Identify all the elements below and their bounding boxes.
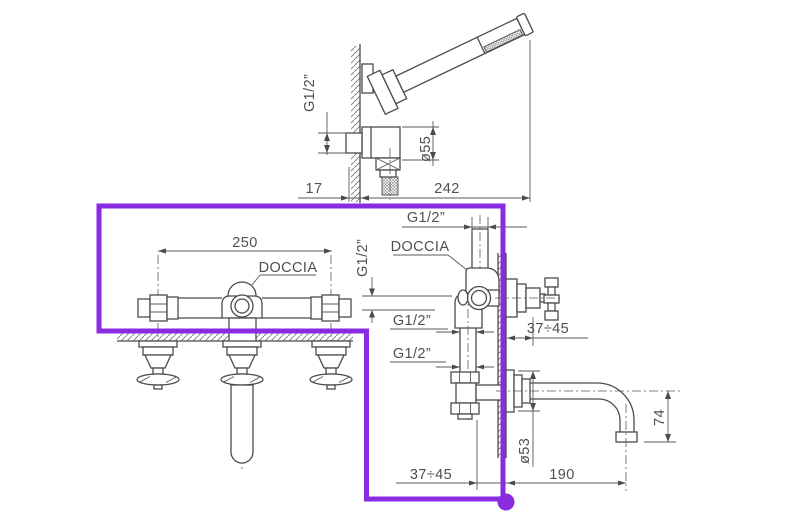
cross-handle: [505, 277, 560, 321]
tailpiece-center: [220, 340, 264, 464]
mixer-front-view: [117, 248, 353, 472]
tailpiece-left: [136, 340, 180, 390]
dim-dia55-label: ø55: [418, 136, 434, 162]
dimension-labels: G1/2” ø55 17 242 250 DOCCIA G1/2” DOCCIA…: [232, 74, 668, 483]
dim-3745-lower-label: 37÷45: [410, 467, 452, 483]
tailpiece-right: [309, 340, 353, 390]
wall-outlet: [361, 126, 401, 159]
dim-190-label: 190: [549, 467, 574, 483]
dim-g12-mid-upper-label: G1/2”: [393, 313, 431, 329]
dim-dia53-label: ø53: [517, 438, 533, 464]
dim-17-label: 17: [306, 181, 323, 197]
hand-shower: [366, 12, 534, 116]
dim-3745-upper-label: 37÷45: [527, 321, 569, 337]
dim-74-label: 74: [652, 409, 668, 426]
hand-shower-view: [298, 12, 534, 203]
supply-tube: [230, 384, 254, 464]
dim-g12-shower-label: G1/2”: [302, 74, 318, 112]
spray-face: [483, 28, 524, 53]
mixer-side-view: [362, 215, 680, 491]
wall-hatch: [351, 46, 360, 202]
selection-outline: [96, 203, 506, 502]
hand-shower-body: [395, 17, 526, 94]
dim-250-label: 250: [232, 235, 257, 251]
wall-spout: [505, 369, 638, 443]
dim-g12-mid-lower-label: G1/2”: [393, 346, 431, 362]
dim-g12-top-label: G1/2”: [407, 210, 445, 226]
center-valve-dome: [227, 281, 257, 297]
selection-overlay: [96, 203, 515, 511]
dim-242-label: 242: [434, 181, 459, 197]
selection-drag-handle[interactable]: [497, 493, 515, 511]
doccia-side-label: DOCCIA: [391, 239, 450, 255]
doccia-front-label: DOCCIA: [259, 260, 318, 276]
dim-g12-vertical-label: G1/2”: [355, 239, 371, 277]
